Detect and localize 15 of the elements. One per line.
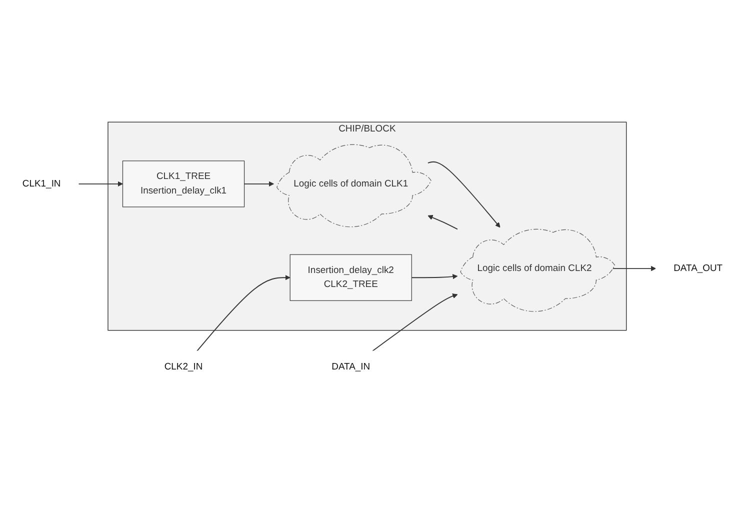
arrow xyxy=(411,274,458,280)
node-text: CLK1_IN xyxy=(22,178,61,189)
node-box xyxy=(290,254,412,301)
arrow xyxy=(372,294,458,352)
node-text: DATA_IN xyxy=(332,362,370,372)
cluster xyxy=(108,122,627,331)
arrow xyxy=(428,215,458,230)
node-text: DATA_OUT xyxy=(674,263,723,274)
node-box xyxy=(122,160,245,208)
arrow xyxy=(427,161,500,228)
arrow xyxy=(244,181,274,187)
arrow xyxy=(196,275,290,352)
node-text: CLK2_IN xyxy=(164,362,203,372)
arrow xyxy=(611,266,656,272)
arrow xyxy=(78,181,123,187)
